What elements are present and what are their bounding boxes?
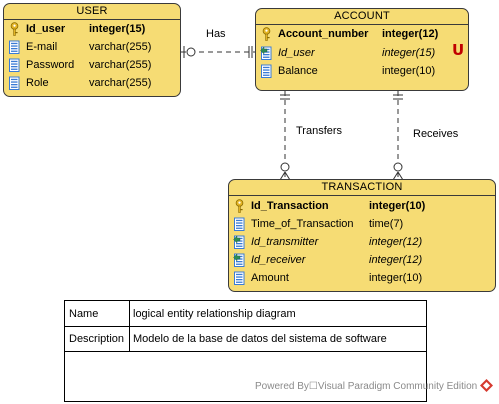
column-type: integer(10) <box>382 65 436 77</box>
entity-column-row[interactable]: Time_of_Transaction time(7) <box>229 216 495 232</box>
column-type: varchar(255) <box>89 41 152 53</box>
entity-column-row[interactable]: Id_user integer(15) <box>256 45 468 61</box>
entity-column-row[interactable]: Account_number integer(12) <box>256 26 468 42</box>
column-name: Account_number <box>278 28 369 40</box>
entity-column-row[interactable]: E-mail varchar(255) <box>4 39 180 55</box>
column-type: integer(12) <box>369 254 423 266</box>
column-name: Time_of_Transaction <box>251 218 354 230</box>
primary-key-icon <box>10 22 19 36</box>
transfers-connector[interactable] <box>279 91 291 181</box>
info-description-label: Description <box>69 333 125 345</box>
info-row-divider <box>65 351 426 352</box>
column-type: time(7) <box>369 218 404 230</box>
entity-column-row[interactable]: Role varchar(255) <box>4 75 180 91</box>
powered-by-credit: Powered By☐Visual Paradigm Community Edi… <box>255 381 478 392</box>
column-name: Amount <box>251 272 289 284</box>
column-name: Id_user <box>26 23 66 35</box>
entity-column-row[interactable]: Amount integer(10) <box>229 270 495 286</box>
relationship-label-transfers: Transfers <box>296 125 343 137</box>
column-icon <box>9 76 20 90</box>
column-name: Id_user <box>278 46 315 59</box>
column-type: integer(12) <box>369 236 423 248</box>
column-type: integer(10) <box>369 200 426 212</box>
relationship-label-receives: Receives <box>413 128 459 140</box>
column-name: E-mail <box>26 41 58 53</box>
entity-title: ACCOUNT <box>256 9 468 25</box>
column-name: Balance <box>278 65 318 77</box>
primary-key-icon <box>235 199 244 213</box>
entity-column-row[interactable]: Id_user integer(15) <box>4 21 180 37</box>
info-name-label: Name <box>69 308 99 320</box>
visual-paradigm-logo-icon <box>480 379 493 392</box>
column-name: Id_receiver <box>251 254 306 266</box>
primary-key-icon <box>262 27 271 41</box>
info-description-value: Modelo de la base de datos del sistema d… <box>133 333 387 345</box>
foreign-key-column-icon <box>233 253 245 267</box>
column-type: integer(10) <box>369 272 423 284</box>
receives-connector[interactable] <box>392 91 404 181</box>
entity-title: TRANSACTION <box>229 180 495 196</box>
column-name: Role <box>26 77 49 89</box>
info-row-divider <box>65 326 426 327</box>
entity-title: USER <box>4 4 180 20</box>
column-type: varchar(255) <box>89 59 152 71</box>
entity-column-row[interactable]: Id_Transaction integer(10) <box>229 198 495 214</box>
diagram-info-table: Name logical entity relationship diagram… <box>64 300 427 402</box>
column-icon <box>234 271 245 285</box>
entity-transaction[interactable]: TRANSACTION Id_Transaction integer(10) Tim… <box>228 179 496 292</box>
entity-column-row[interactable]: Balance integer(10) <box>256 63 468 79</box>
column-type: integer(15) <box>89 23 146 35</box>
entity-column-row[interactable]: Password varchar(255) <box>4 57 180 73</box>
column-icon <box>9 58 20 72</box>
column-type: integer(15) <box>382 46 436 59</box>
unique-constraint-marker: U <box>452 41 465 59</box>
info-name-value: logical entity relationship diagram <box>133 308 296 320</box>
column-name: Id_transmitter <box>251 236 319 248</box>
column-name: Password <box>26 59 75 71</box>
column-name: Id_Transaction <box>251 200 329 212</box>
column-type: varchar(255) <box>89 77 152 89</box>
relationship-label-has: Has <box>206 28 226 40</box>
entity-column-row[interactable]: Id_receiver integer(12) <box>229 252 495 268</box>
column-icon <box>9 40 20 54</box>
column-type: integer(12) <box>382 28 439 40</box>
has-connector[interactable] <box>181 46 255 58</box>
foreign-key-column-icon <box>233 235 245 249</box>
foreign-key-column-icon <box>260 46 272 60</box>
entity-column-row[interactable]: Id_transmitter integer(12) <box>229 234 495 250</box>
column-icon <box>261 64 272 78</box>
entity-user[interactable]: USER Id_user integer(15) E-mail varchar(255… <box>3 3 181 97</box>
entity-account[interactable]: ACCOUNT Account_number integer(12) Id_user… <box>255 8 469 91</box>
column-icon <box>234 217 245 231</box>
